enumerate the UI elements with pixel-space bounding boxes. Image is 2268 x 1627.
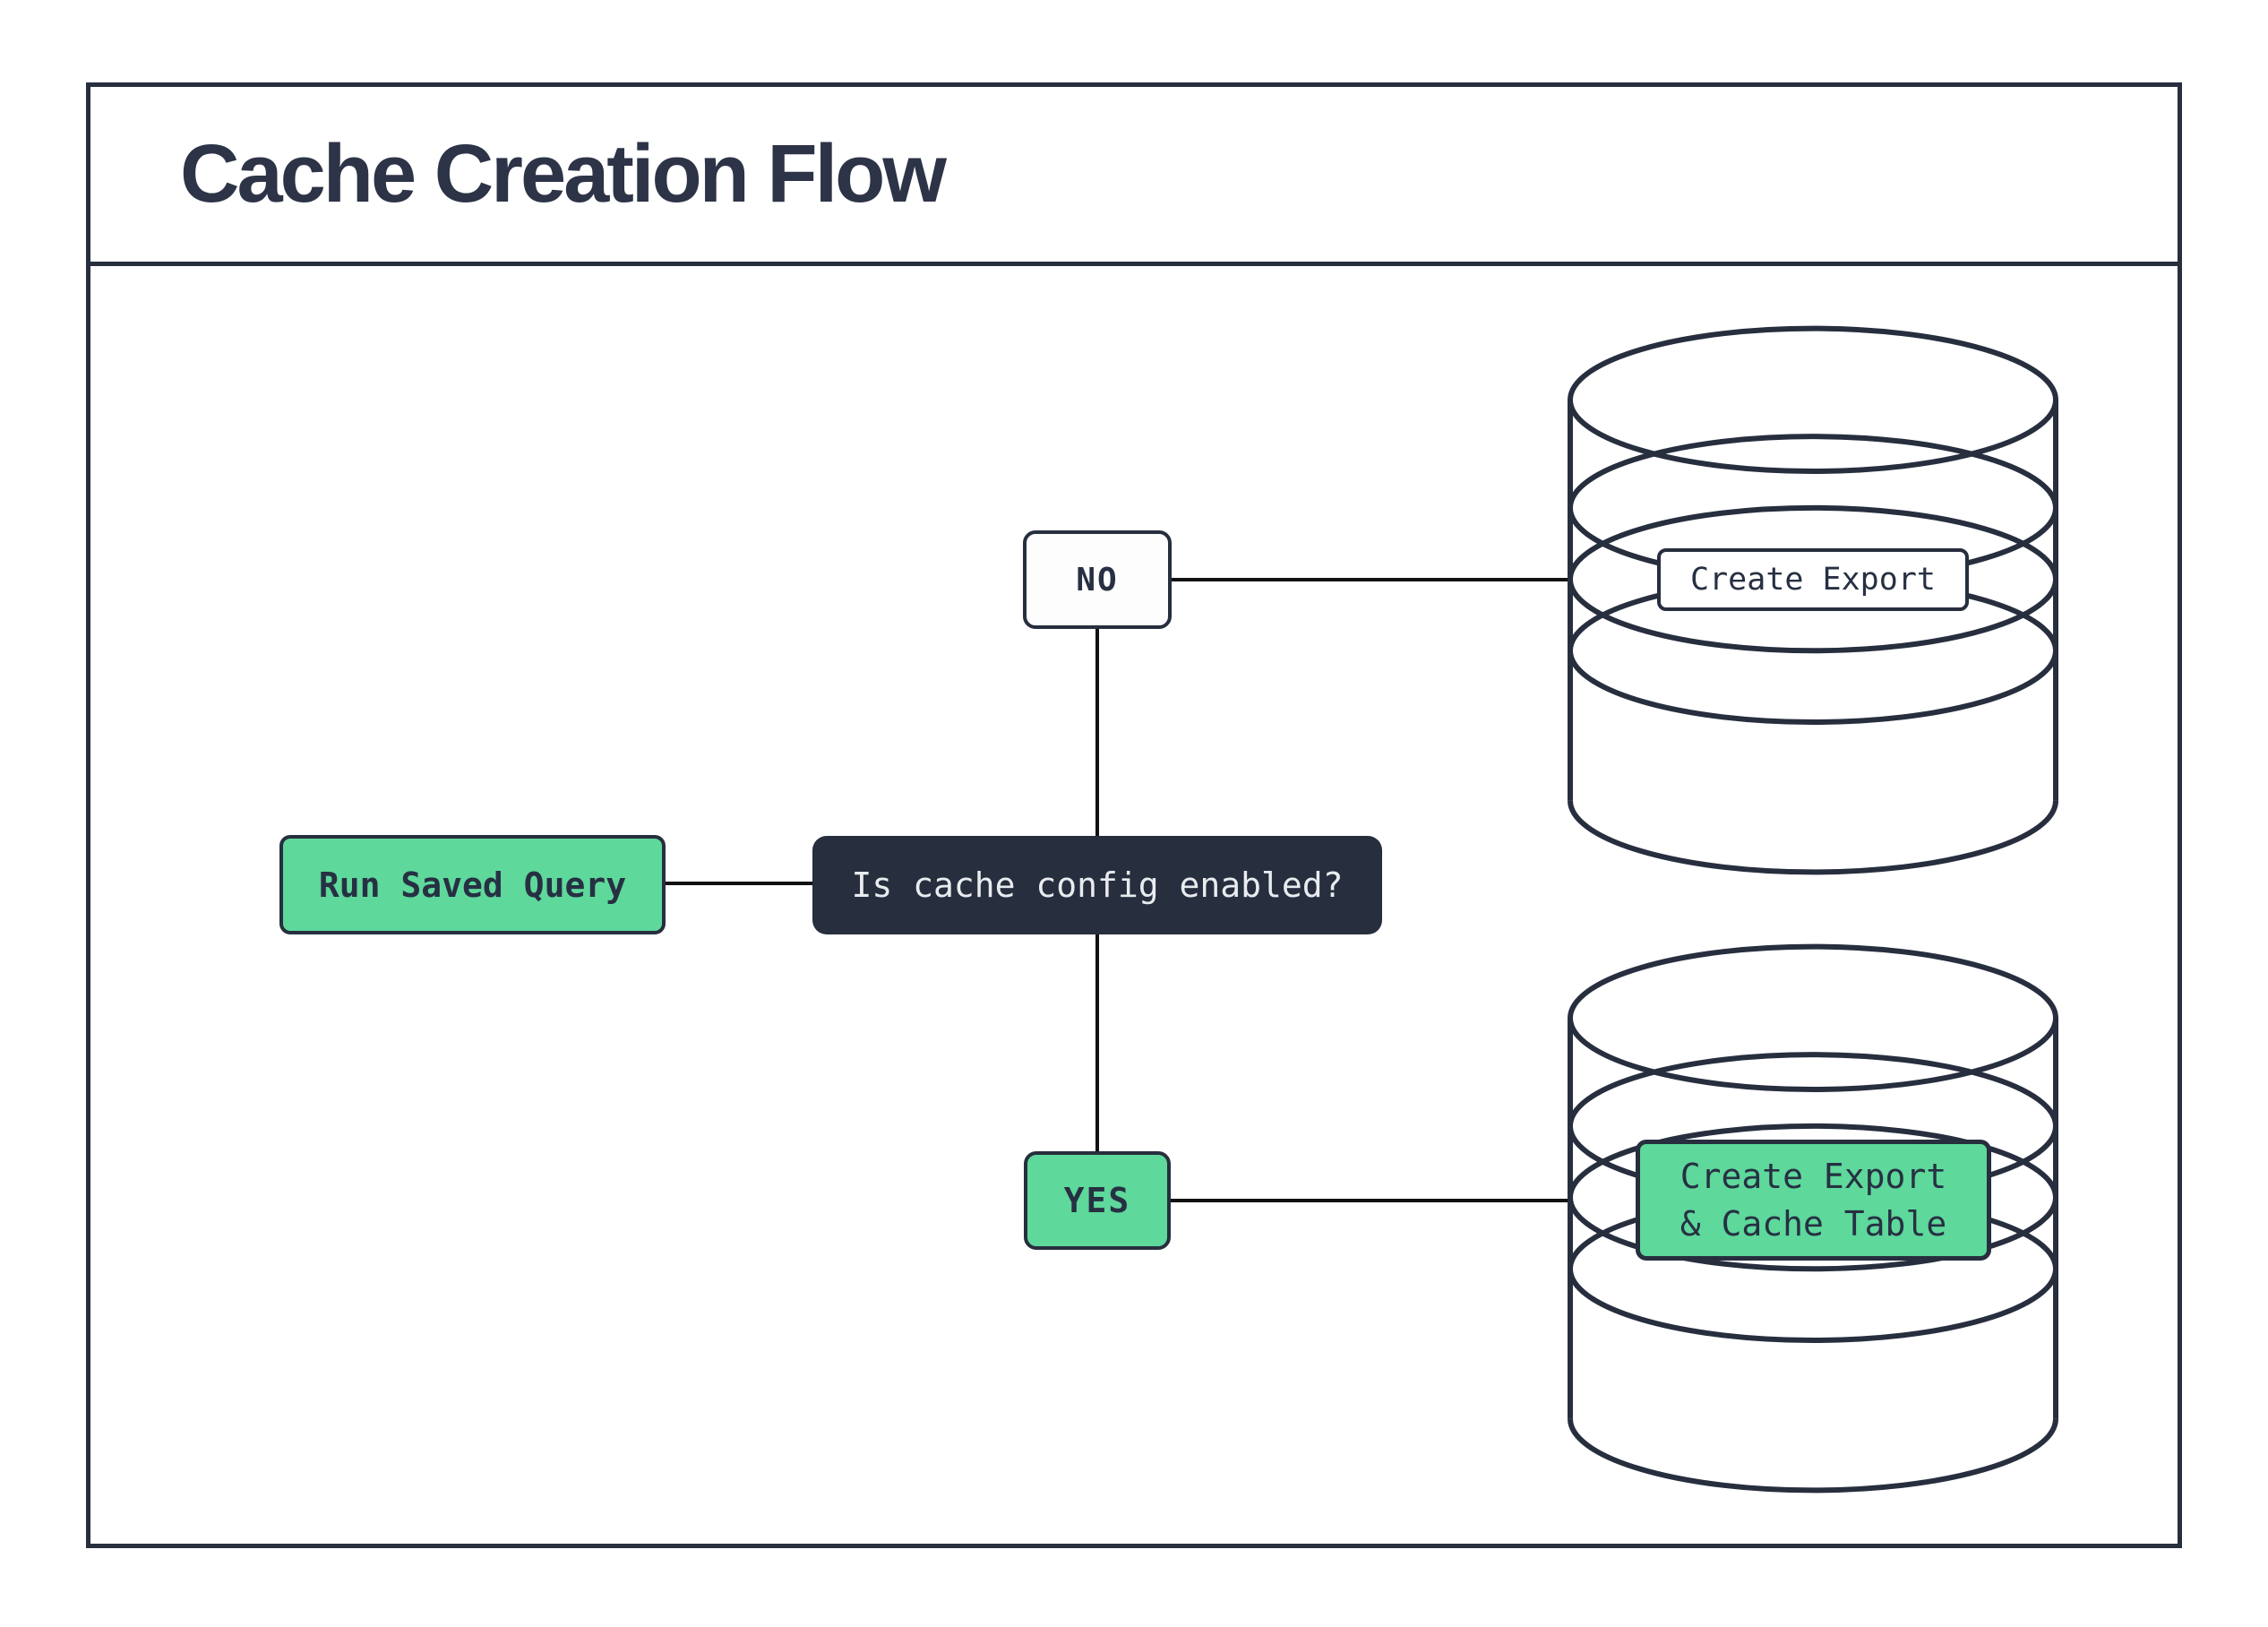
connector-decision-to-no (1095, 627, 1099, 838)
connector-no-to-database (1170, 578, 1569, 581)
node-run-saved-query: Run Saved Query (279, 835, 666, 934)
connector-decision-to-yes (1095, 933, 1099, 1153)
label-line-1: Create Export (1680, 1157, 1947, 1197)
connector-start-to-decision (666, 882, 812, 885)
page-title: Cache Creation Flow (180, 128, 947, 220)
node-branch-no: NO (1023, 530, 1172, 629)
node-branch-yes: YES (1024, 1151, 1171, 1250)
diagram-header: Cache Creation Flow (90, 87, 2178, 266)
connector-yes-to-database (1169, 1199, 1569, 1202)
label-line-2: & Cache Table (1680, 1203, 1947, 1244)
label-create-export-cache-table: Create Export & Cache Table (1636, 1140, 1991, 1261)
label-create-export: Create Export (1657, 548, 1969, 611)
node-cache-config-question: Is cache config enabled? (812, 836, 1382, 934)
